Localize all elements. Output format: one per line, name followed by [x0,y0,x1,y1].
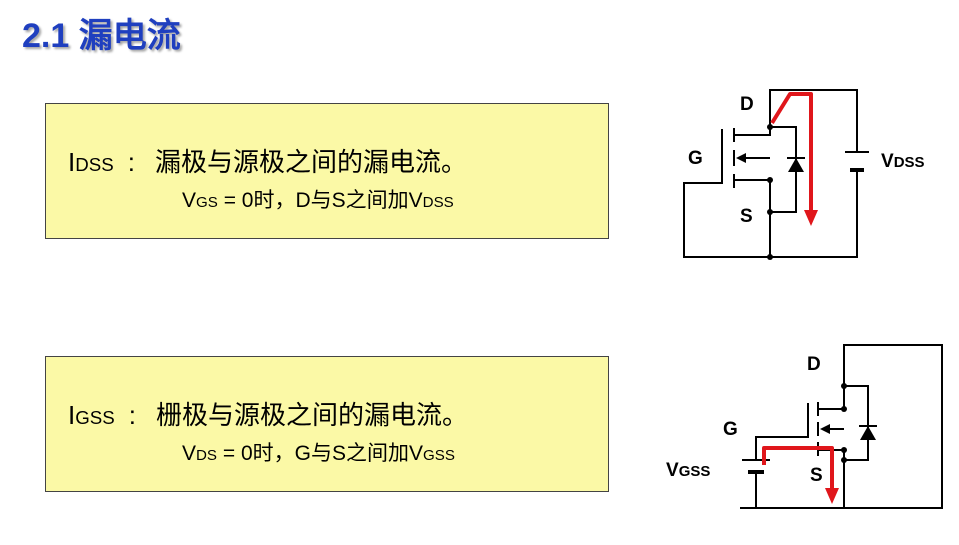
idss-definition-line: IDSS: 漏极与源极之间的漏电流。 [68,142,467,179]
idss-junction-dots [767,124,773,260]
idss-description: 漏极与源极之间的漏电流。 [154,147,467,177]
igss-diode-icon [860,426,876,440]
idss-label-supply: VDSS [881,151,925,172]
igss-circuit-diagram: D G S VGSS [666,344,943,509]
idss-label-g: G [688,148,703,169]
idss-label-d: D [740,94,754,115]
idss-current-arrowhead-icon [804,210,818,226]
idss-current-path-arrow [770,92,813,212]
igss-definition-line: IGSS: 栅极与源极之间的漏电流。 [68,395,468,432]
igss-label-d: D [807,354,821,375]
igss-label-supply: VGSS [666,460,710,481]
igss-symbol: IGSS [68,400,115,430]
idss-colon: : [127,147,135,177]
idss-condition-line: VGS = 0时，D与S之间加VDSS [182,189,454,212]
idss-label-s: S [740,206,753,227]
page-title: 2.1 漏电流 [22,17,181,55]
igss-circuit-wires [740,344,943,509]
idss-definition-box: IDSS: 漏极与源极之间的漏电流。 VGS = 0时，D与S之间加VDSS [45,103,609,239]
igss-definition-box: IGSS: 栅极与源极之间的漏电流。 VDS = 0时，G与S之间加VGSS [45,356,609,492]
igss-current-path-arrow [762,446,834,490]
igss-label-s: S [810,465,823,486]
igss-current-arrowhead-icon [825,488,839,504]
idss-body-arrow-icon [736,153,746,163]
idss-circuit-diagram: D G S VDSS [683,89,925,260]
idss-symbol: IDSS [68,147,114,177]
igss-description: 栅极与源极之间的漏电流。 [155,400,468,430]
igss-colon: : [128,400,136,430]
igss-junction-dots [841,383,847,463]
igss-condition-line: VDS = 0时，G与S之间加VGSS [182,442,455,465]
idss-diode-icon [788,158,804,172]
igss-body-arrow-icon [820,424,830,434]
igss-label-g: G [723,419,738,440]
